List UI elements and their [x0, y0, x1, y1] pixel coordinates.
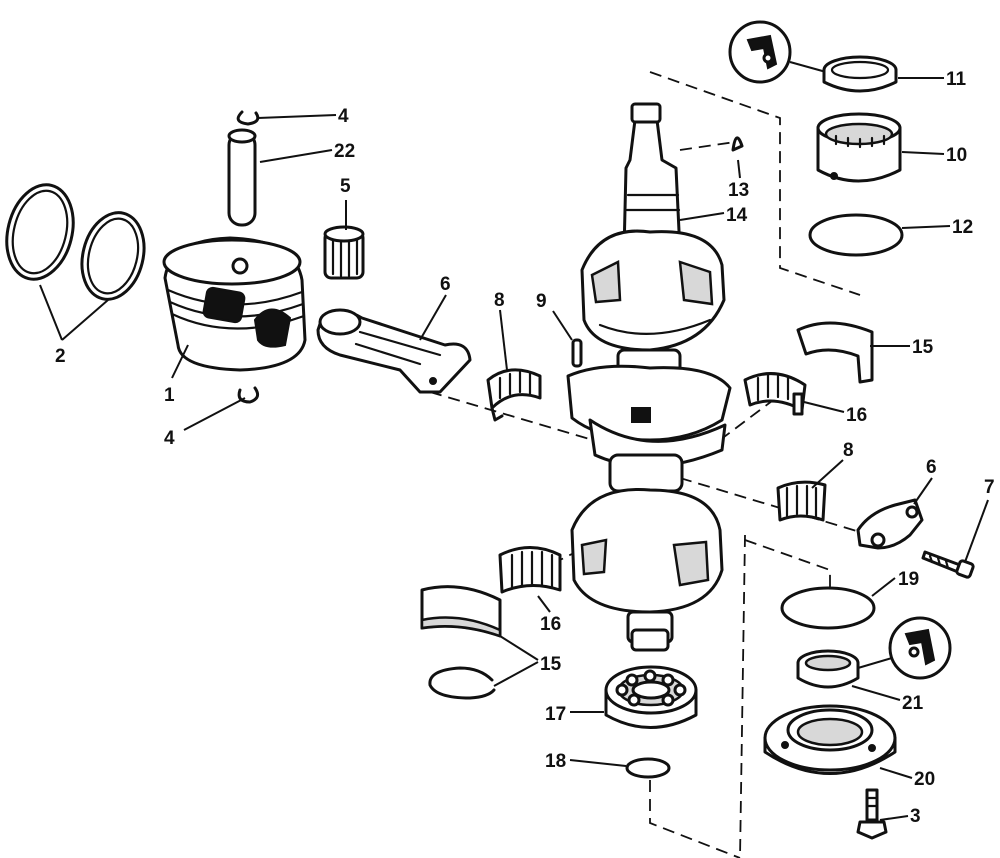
bearing-cage-lower-right: [776, 480, 827, 522]
ball-bearing: [604, 665, 698, 729]
bearing-cage-upper-right: [743, 372, 807, 416]
callout-4-top: 4: [338, 106, 349, 127]
callout-12: 12: [952, 217, 973, 238]
callout-16-right: 16: [846, 405, 867, 426]
retaining-clip-top: [236, 110, 260, 126]
needle-bearing-small: [323, 225, 365, 280]
dowel-pin: [571, 338, 583, 368]
main-bearing-half-right: [796, 321, 874, 384]
callout-1: 1: [164, 385, 175, 406]
callout-18: 18: [545, 751, 566, 772]
crankshaft: [566, 102, 744, 652]
callout-labels: 1 2 3 4 4 5 6 6 7 8 8 9 10 11 12 13 14 1…: [55, 69, 995, 827]
callout-17: 17: [545, 704, 566, 725]
detail-magnifier-top: [728, 20, 827, 84]
bearing-cage-left: [486, 368, 542, 422]
callout-8-right: 8: [843, 440, 854, 461]
wrist-pin: [227, 128, 257, 227]
callout-3: 3: [910, 806, 921, 827]
retaining-clip-bottom: [237, 386, 260, 404]
roller-bearing-top: [816, 112, 902, 183]
callout-11: 11: [946, 69, 967, 90]
callout-6-rod: 6: [440, 274, 451, 295]
callout-10: 10: [946, 145, 967, 166]
callout-19: 19: [898, 569, 919, 590]
leader-lines: [39, 77, 989, 821]
bearing-cage-lower-left: [498, 546, 562, 594]
main-bearing-half-lower: [420, 585, 502, 638]
retaining-ring-bottom: [625, 757, 671, 779]
callout-9: 9: [536, 291, 547, 312]
snap-ring-lower: [428, 666, 496, 700]
callout-2: 2: [55, 346, 66, 367]
lower-bearing-housing: [763, 704, 897, 775]
callout-21: 21: [902, 693, 924, 714]
oil-seal-top: [822, 55, 898, 93]
callout-13: 13: [728, 180, 749, 201]
rod-cap: [856, 498, 924, 550]
callout-4-bottom: 4: [164, 428, 175, 449]
callout-7: 7: [984, 477, 995, 498]
callout-15-right: 15: [912, 337, 934, 358]
callout-6-cap: 6: [926, 457, 937, 478]
o-ring-top: [808, 213, 904, 257]
connecting-rod: [316, 308, 472, 394]
callout-15-left: 15: [540, 654, 562, 675]
callout-22: 22: [334, 141, 355, 162]
oil-seal-bottom: [796, 649, 860, 689]
callout-8-left: 8: [494, 290, 505, 311]
piston-rings: [5, 183, 146, 301]
detail-magnifier-bottom: [857, 616, 952, 680]
rod-cap-screw: [921, 550, 975, 579]
callout-20: 20: [914, 769, 935, 790]
callout-14: 14: [726, 205, 748, 226]
callout-16-left: 16: [540, 614, 561, 635]
housing-bolt: [856, 788, 888, 840]
piston: [162, 236, 307, 372]
callout-5: 5: [340, 176, 351, 197]
o-ring-bottom: [780, 586, 876, 630]
